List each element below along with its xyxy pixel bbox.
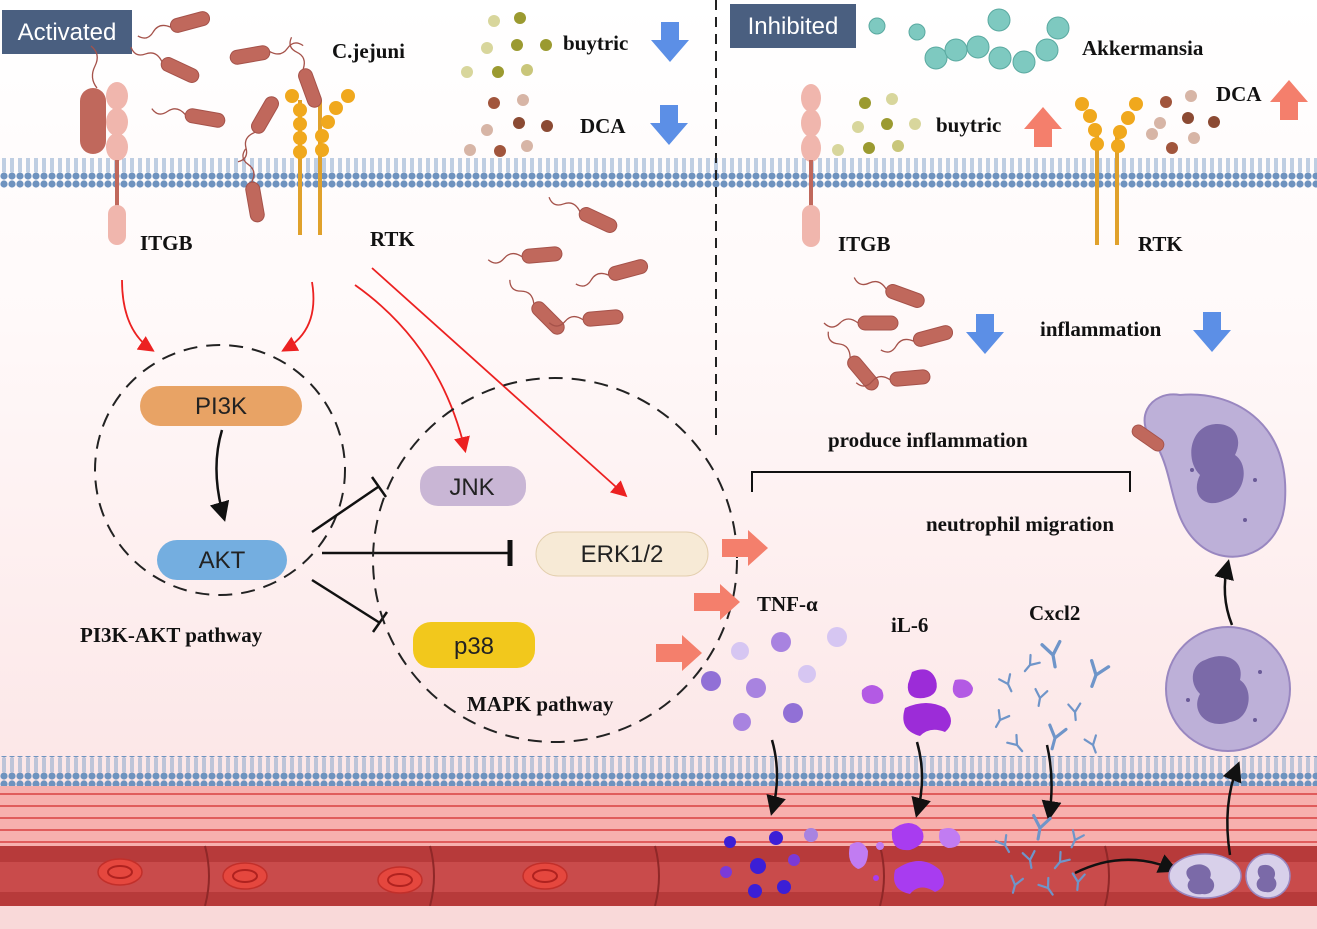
itgb-receptor-left [80, 45, 128, 245]
red-blood-cell-icon [222, 862, 268, 890]
buytric-dots-left [461, 12, 552, 78]
red-blood-cell-icon [97, 858, 143, 886]
akt-inhibits-p38 [311, 578, 381, 625]
akt-node: AKT [157, 540, 287, 580]
vessel-il6 [849, 823, 961, 894]
cjejuni-label: C.jejuni [332, 39, 405, 63]
pi3k-node: PI3K [140, 386, 302, 426]
dca-dots-right [1146, 90, 1220, 154]
rtk-to-jnk-arrow [354, 284, 470, 454]
red-blood-cell-icon [522, 862, 568, 890]
vessel-tnf [720, 828, 818, 898]
vessel-neutrophils [1168, 853, 1291, 899]
itgb-receptor-right [801, 84, 821, 247]
p38-node: p38 [413, 622, 535, 668]
jnk-node: JNK [420, 466, 526, 506]
itgb-label-left: ITGB [140, 231, 193, 255]
inhibited-badge: Inhibited [730, 4, 856, 48]
rtk-label-left: RTK [370, 227, 415, 251]
itgb-to-pi3k-arrow [121, 279, 155, 352]
itgb-label-right: ITGB [838, 232, 891, 256]
pi3k-to-akt-arrow [209, 429, 230, 522]
buytric-label-left: buytric [563, 31, 628, 55]
top-membrane [0, 158, 1317, 188]
erk-node: ERK1/2 [535, 531, 709, 577]
produce-inflammation-label: produce inflammation [828, 428, 1028, 452]
signal-arrows [121, 267, 628, 498]
akt-label: AKT [199, 547, 246, 574]
inhibit-bar [370, 476, 388, 498]
erk-label: ERK1/2 [581, 541, 664, 568]
cxcl2-label: Cxcl2 [1029, 601, 1080, 625]
mapk-pathway-label: MAPK pathway [467, 692, 614, 716]
inflammation-label: inflammation [1040, 317, 1162, 341]
tnf-label: TNF-α [757, 592, 818, 616]
mapk-pathway-circle [372, 377, 738, 743]
blood-vessel [0, 786, 1317, 929]
rtk-to-pi3k-arrow [281, 281, 315, 352]
dca-dots-left [464, 94, 553, 157]
bottom-membrane [0, 756, 1317, 786]
jnk-label: JNK [449, 474, 494, 501]
bracket-line [751, 471, 1131, 492]
rtk-receptor-left [285, 89, 355, 235]
akt-inhibition-lines [311, 476, 513, 633]
migration-arrows [1074, 559, 1242, 875]
akt-inhibits-jnk [311, 485, 379, 534]
pi3k-akt-pathway-label: PI3K-AKT pathway [80, 623, 263, 647]
neutrophil-cell-icon [1165, 626, 1291, 752]
neutrophil-cell-icon [1129, 393, 1287, 558]
cytokine-flow-arrows [766, 739, 1062, 821]
activated-label: Activated [18, 19, 117, 46]
rtk-to-erk-arrow [371, 267, 628, 498]
p38-label: p38 [454, 633, 494, 660]
red-blood-cell-icon [377, 866, 423, 894]
inhibited-label: Inhibited [748, 13, 839, 40]
akkermansia-label: Akkermansia [1082, 36, 1204, 60]
il6-label: iL-6 [891, 613, 928, 637]
activated-badge: Activated [2, 10, 132, 54]
dca-label-left: DCA [580, 114, 626, 138]
il6-particles [861, 669, 973, 736]
dca-label-right: DCA [1216, 82, 1262, 106]
rtk-label-right: RTK [1138, 232, 1183, 256]
tnf-particles [701, 627, 847, 731]
inhibit-bar [371, 611, 389, 633]
rtk-receptor-right [1075, 97, 1143, 245]
neutrophil-migration-label: neutrophil migration [926, 512, 1114, 536]
buytric-dots-right [832, 93, 921, 156]
pi3k-akt-pathway-circle [94, 344, 346, 596]
buytric-label-right: buytric [936, 113, 1001, 137]
pi3k-label: PI3K [195, 393, 247, 420]
akkermansia-chain [868, 8, 1070, 74]
